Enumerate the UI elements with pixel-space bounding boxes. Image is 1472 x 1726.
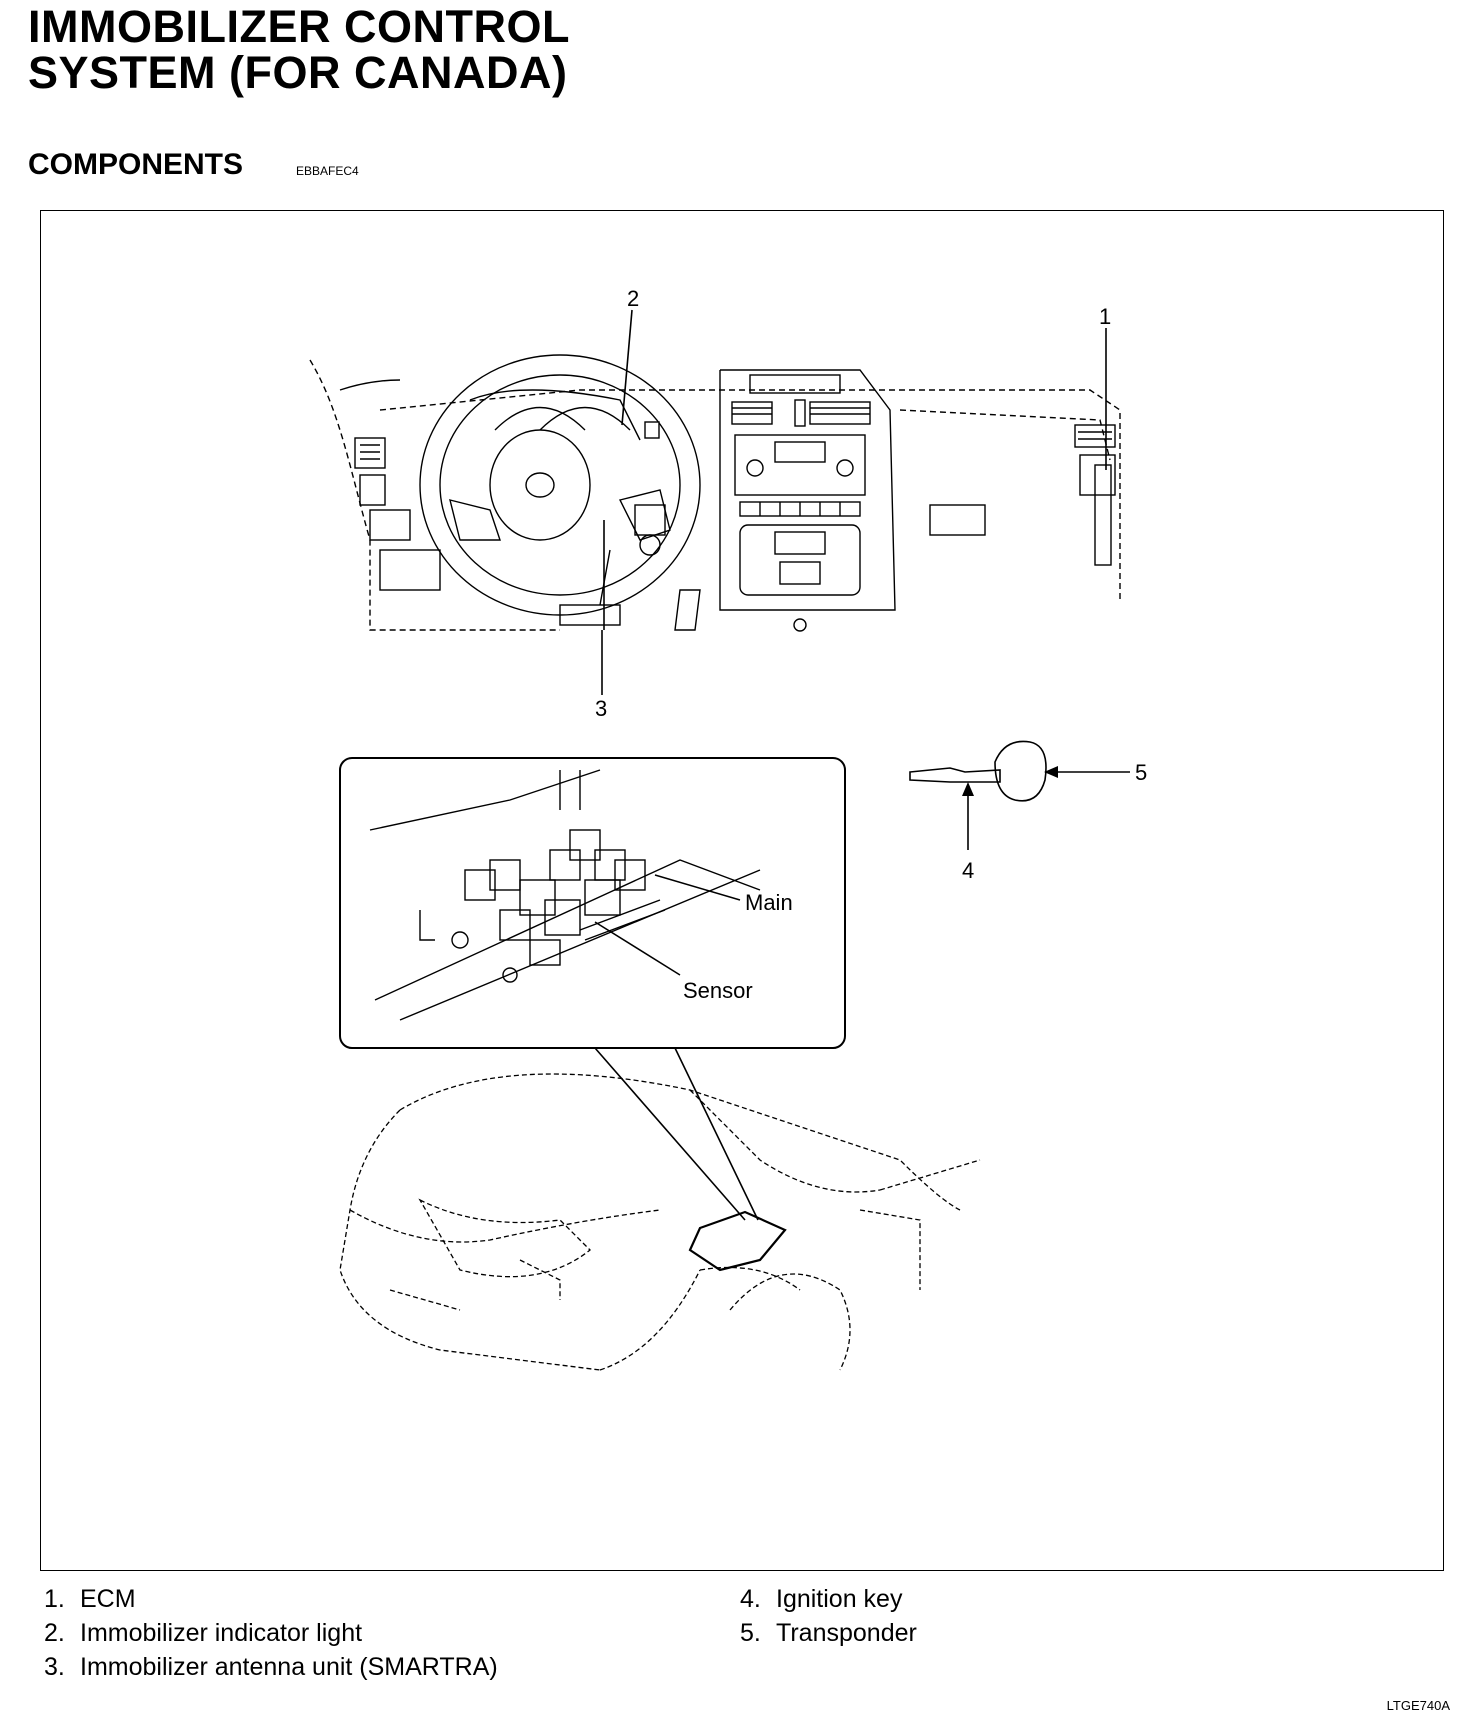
dashboard-illustration <box>309 354 1121 632</box>
callout-1: 1 <box>1099 304 1111 329</box>
car-illustration <box>339 1073 981 1371</box>
key-illustration <box>909 740 1047 802</box>
title-line-2: SYSTEM (FOR CANADA) <box>28 47 568 98</box>
label-main: Main <box>745 890 793 915</box>
legend-item: 4.Ignition key <box>740 1585 903 1613</box>
callout-5: 5 <box>1135 760 1147 785</box>
legend-item: 1.ECM <box>44 1585 136 1613</box>
section-heading: COMPONENTS <box>28 148 244 181</box>
key-leaders <box>967 771 1130 850</box>
label-sensor: Sensor <box>683 978 753 1003</box>
callout-2: 2 <box>627 286 639 311</box>
inset-connector <box>594 1047 787 1272</box>
main-sensor-leaders <box>594 874 741 976</box>
legend-right: 4.Ignition key 5.Transponder <box>740 1582 917 1650</box>
title-line-1: IMMOBILIZER CONTROL <box>28 1 570 52</box>
legend-item: 2.Immobilizer indicator light <box>44 1619 363 1647</box>
legend-item: 5.Transponder <box>740 1619 917 1647</box>
legend-item: 3.Immobilizer antenna unit (SMARTRA) <box>44 1653 498 1681</box>
legend-left: 1.ECM 2.Immobilizer indicator light 3.Im… <box>44 1582 498 1684</box>
callout-4: 4 <box>962 858 974 883</box>
page-title: IMMOBILIZER CONTROL SYSTEM (FOR CANADA) <box>28 4 570 96</box>
document-code: EBBAFEC4 <box>296 164 359 178</box>
fuse-box-inset <box>339 757 846 1049</box>
component-illustration: 2 1 3 5 4 Main Sensor <box>309 286 1147 1371</box>
relay-blocks <box>464 829 646 966</box>
callout-leaders-dashboard <box>601 309 1107 695</box>
figure-id: LTGE740A <box>1386 1698 1450 1713</box>
callout-3: 3 <box>595 696 607 721</box>
figure-frame <box>40 210 1444 1571</box>
